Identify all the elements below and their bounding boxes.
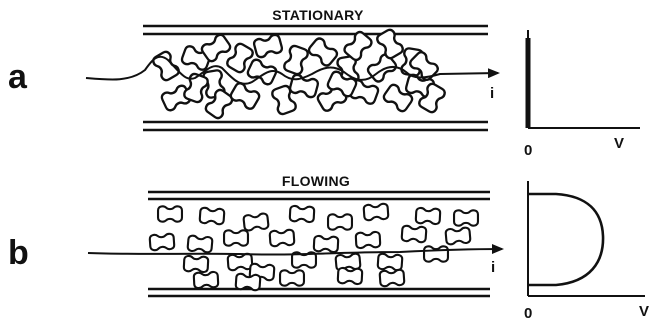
panel-b-label: b bbox=[8, 234, 29, 272]
panel-a-heading: STATIONARY bbox=[272, 7, 364, 23]
red-cell bbox=[307, 37, 339, 68]
red-cell bbox=[150, 234, 175, 251]
red-cell bbox=[158, 206, 182, 221]
red-cell bbox=[229, 82, 261, 111]
panel-a-graph: 0 V bbox=[524, 30, 640, 159]
panel-b-heading: FLOWING bbox=[282, 173, 350, 189]
panel-b-graph: 0 V bbox=[524, 181, 649, 322]
red-cell bbox=[187, 235, 212, 252]
red-cell bbox=[200, 208, 225, 225]
red-cell bbox=[364, 204, 389, 221]
red-cell bbox=[356, 232, 381, 249]
panel-b-axis-origin: 0 bbox=[524, 305, 532, 322]
red-cell bbox=[424, 246, 448, 261]
red-cell bbox=[328, 214, 352, 229]
panel-b-axis-x-label: V bbox=[639, 303, 649, 320]
panel-a-label: a bbox=[8, 58, 28, 96]
red-cell bbox=[184, 256, 209, 273]
panel-b-arrow-label: i bbox=[491, 259, 495, 276]
panel-b: b FLOWING i 0 V bbox=[8, 173, 649, 322]
red-cell bbox=[152, 50, 181, 82]
red-cell bbox=[253, 34, 283, 58]
red-cell bbox=[224, 230, 248, 245]
red-cell bbox=[416, 208, 441, 225]
red-cell bbox=[314, 236, 339, 253]
red-cell bbox=[270, 230, 295, 247]
panel-b-curve bbox=[528, 194, 603, 285]
panel-a-arrow-label: i bbox=[490, 85, 494, 102]
red-cell bbox=[445, 227, 470, 244]
red-cell bbox=[194, 272, 219, 289]
red-cell bbox=[454, 210, 478, 225]
red-cell bbox=[290, 206, 315, 223]
panel-a-axis-origin: 0 bbox=[524, 142, 532, 159]
panel-a-cells-stationary bbox=[152, 28, 447, 120]
red-cell bbox=[380, 270, 405, 287]
red-cell bbox=[283, 45, 309, 76]
red-cell bbox=[402, 226, 427, 243]
panel-b-cells-flowing bbox=[150, 204, 478, 291]
panel-a-axis-x-label: V bbox=[614, 135, 624, 152]
panel-a: a STATIONARY i 0 V bbox=[8, 7, 640, 159]
red-cell bbox=[243, 213, 268, 231]
red-cell bbox=[378, 254, 403, 271]
red-cell bbox=[228, 254, 253, 271]
red-cell bbox=[280, 270, 304, 285]
red-cell bbox=[338, 268, 363, 285]
